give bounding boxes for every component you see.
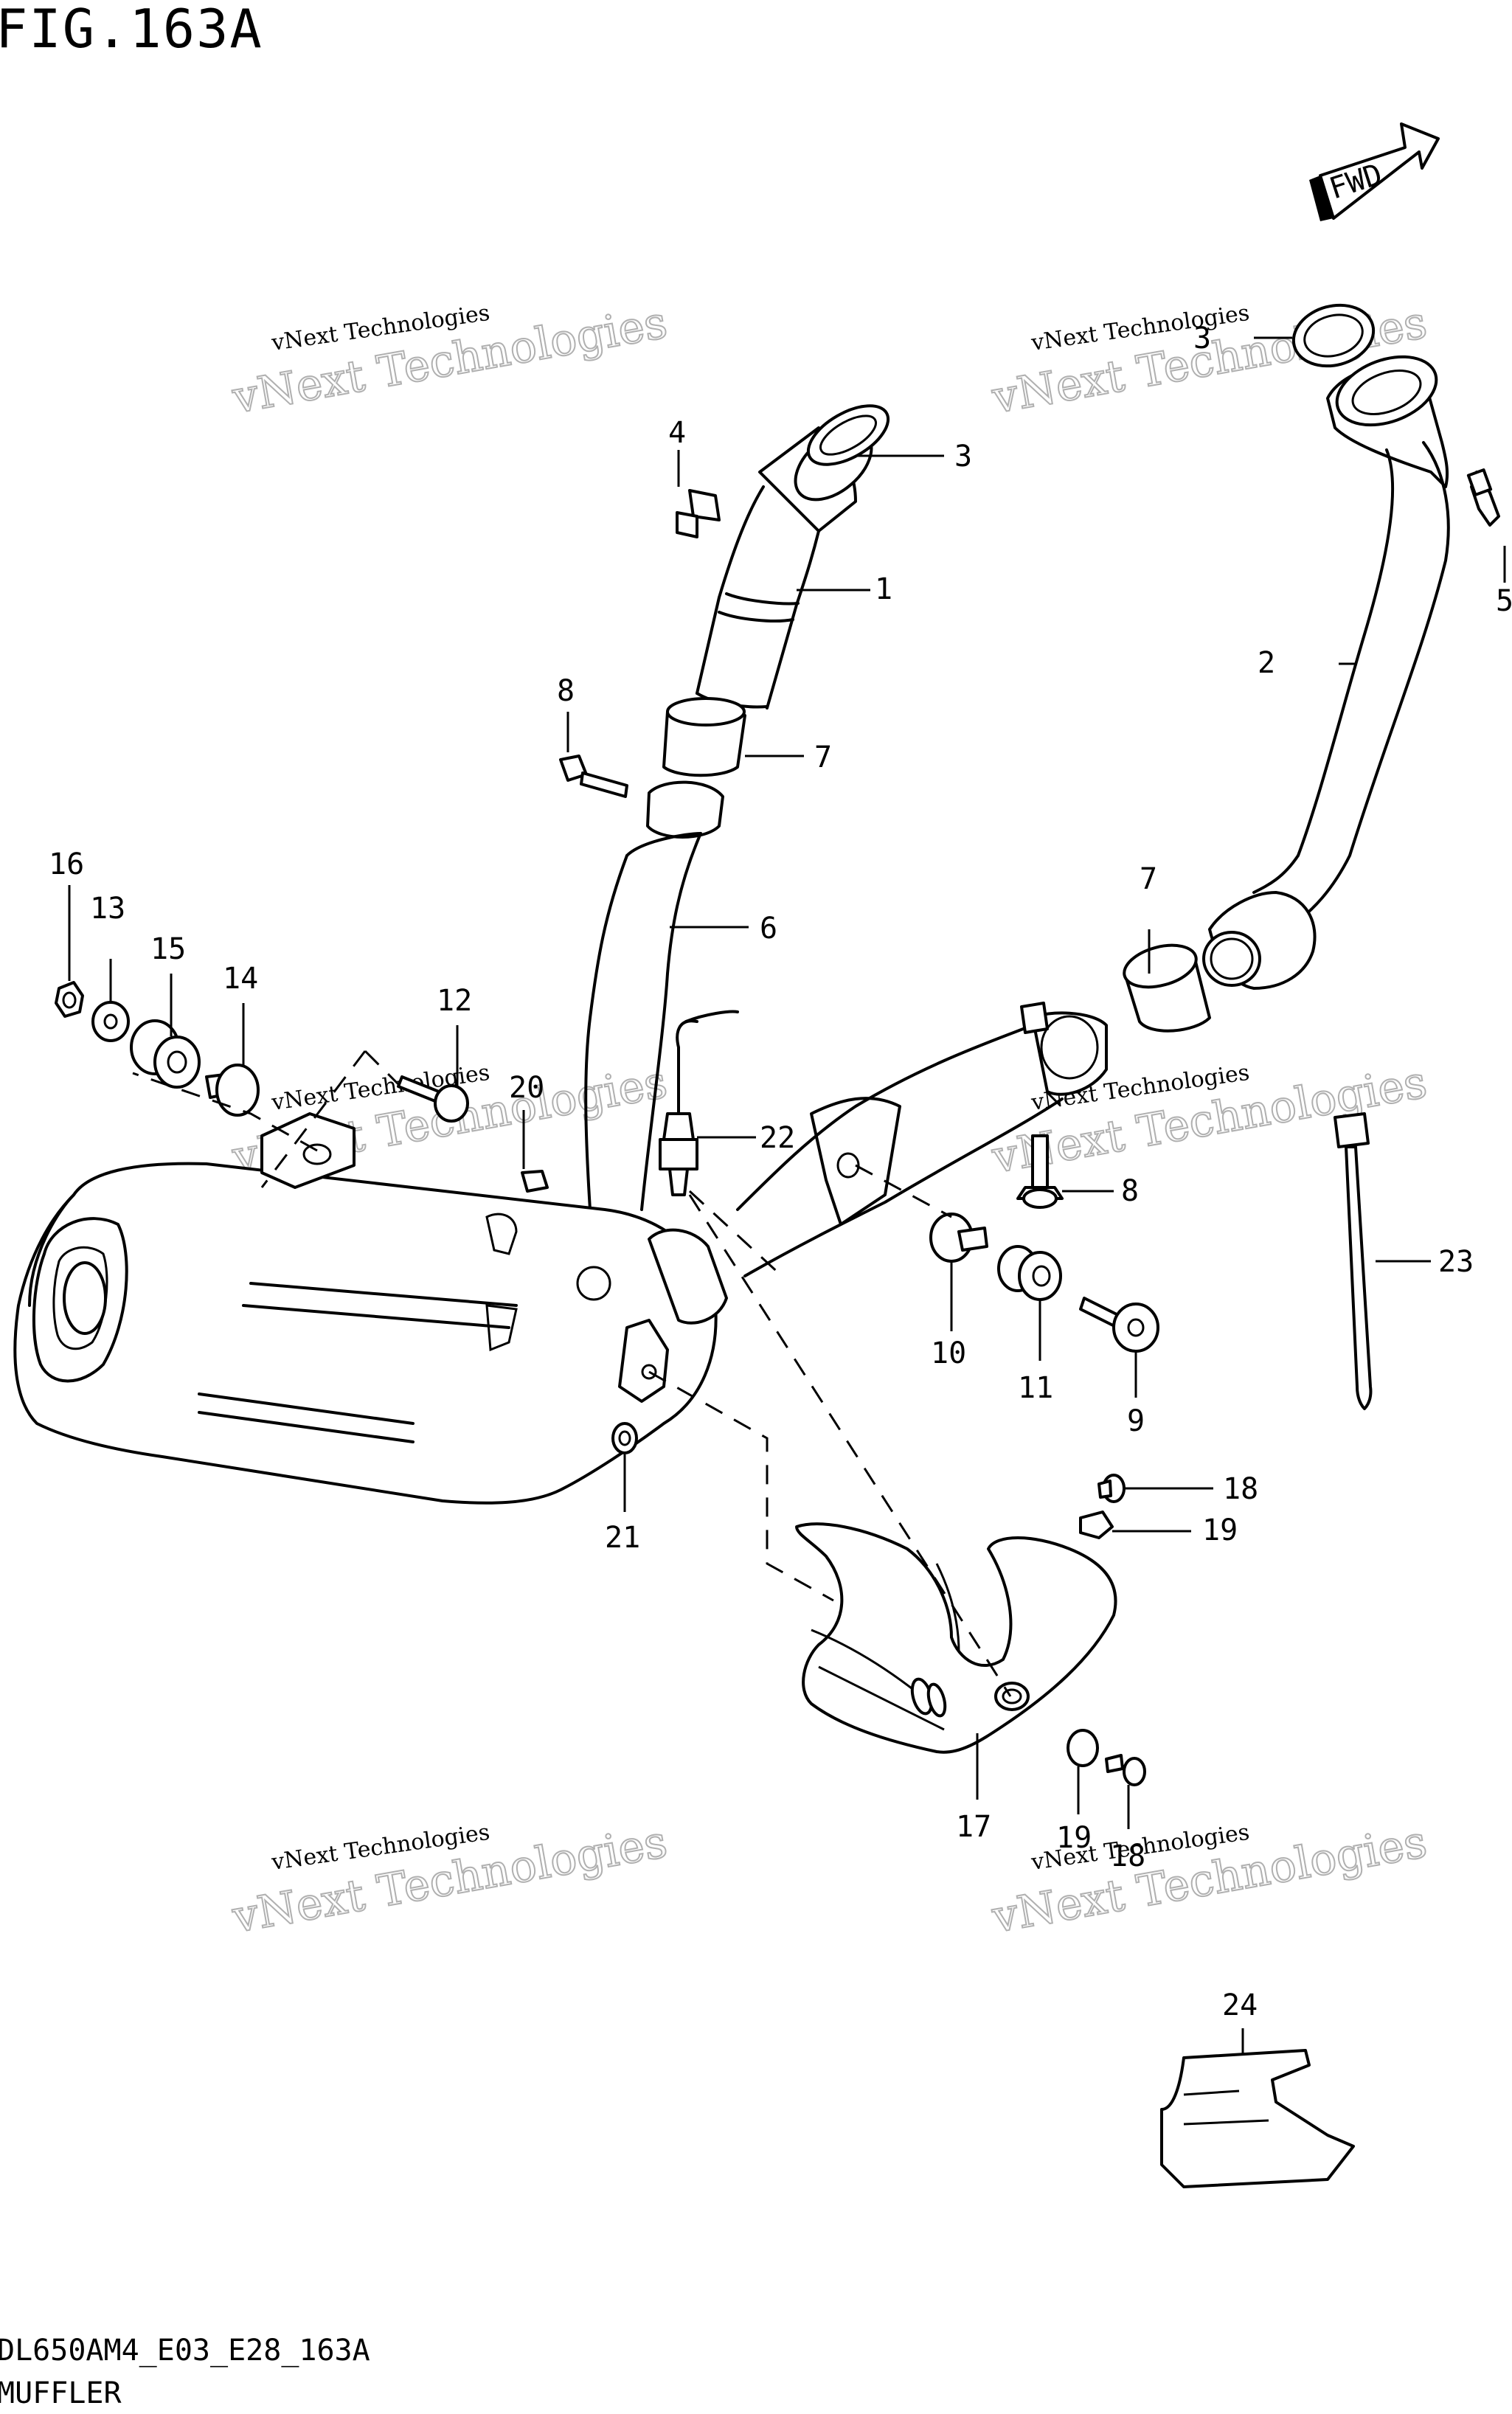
collar-part-14 — [205, 1064, 260, 1117]
reference-line — [688, 1194, 1012, 1697]
callout-1: 1 — [875, 572, 892, 606]
bolt-part-9 — [1079, 1297, 1159, 1353]
nut-part-19-upper — [1079, 1511, 1114, 1539]
screw-part-18-upper — [1097, 1474, 1126, 1503]
callout-6: 6 — [760, 912, 777, 946]
callout-23: 23 — [1438, 1245, 1474, 1279]
watermark-bottom-left: vNext Technologies vNext Technologies — [227, 1815, 671, 1944]
grommet-part-15 — [130, 1019, 201, 1089]
clip-part-20 — [521, 1170, 549, 1193]
exhaust-pipe-right — [1202, 355, 1450, 990]
leader-lines — [68, 336, 1506, 2054]
callout-15: 15 — [150, 932, 186, 966]
bolt-part-8-upper — [559, 755, 628, 798]
gasket-right — [1291, 303, 1376, 368]
gasket-upper — [806, 404, 890, 466]
callout-17: 17 — [956, 1810, 991, 1844]
callout-13: 13 — [90, 892, 125, 926]
callout-12: 12 — [437, 984, 472, 1018]
callout-numbers: 1 2 3 3 4 5 6 7 7 8 8 9 10 11 12 13 14 1… — [49, 322, 1512, 2022]
diagram-caption: MUFFLER — [0, 2376, 122, 2410]
nut-part-16 — [55, 981, 84, 1018]
callout-5: 5 — [1496, 584, 1512, 618]
callout-4: 4 — [668, 416, 686, 450]
bolt-part-5 — [1466, 468, 1500, 527]
callout-7: 7 — [814, 740, 832, 774]
grommet-part-21 — [611, 1422, 638, 1454]
callout-9: 9 — [1127, 1404, 1145, 1438]
callout-11: 11 — [1018, 1371, 1053, 1405]
reference-line — [855, 1164, 952, 1218]
callout-3: 3 — [954, 440, 972, 474]
reference-line — [132, 1072, 318, 1152]
forward-arrow-icon: FWD — [1309, 122, 1440, 221]
callout-16: 16 — [49, 847, 84, 881]
cable-tie-part-23 — [1334, 1112, 1373, 1410]
heat-shield-part-17 — [795, 1522, 1117, 1754]
callout-18: 18 — [1110, 1839, 1145, 1873]
figure-title: FIG.163A — [0, 0, 263, 60]
reference-line — [688, 1190, 783, 1277]
callout-22: 22 — [760, 1121, 795, 1155]
reference-line — [648, 1370, 834, 1602]
washer-part-13 — [91, 1001, 130, 1042]
screw-part-18-lower — [1105, 1754, 1146, 1786]
callout-19: 19 — [1056, 1821, 1092, 1855]
callout-21: 21 — [605, 1521, 640, 1555]
callout-20: 20 — [509, 1071, 544, 1105]
collar-part-10 — [929, 1213, 988, 1263]
reference-line — [260, 1050, 367, 1188]
muffler-body — [13, 1112, 728, 1505]
front-exhaust-pipe — [696, 426, 873, 710]
callout-14: 14 — [223, 962, 258, 996]
bolt-part-12 — [397, 1075, 469, 1123]
callout-8: 8 — [557, 674, 575, 708]
sleeve-part-7-upper — [662, 697, 746, 777]
reference-line — [364, 1050, 400, 1086]
connecting-pipe — [584, 780, 1108, 1277]
callout-18: 18 — [1223, 1472, 1258, 1506]
callout-3: 3 — [1193, 322, 1211, 355]
bolt-part-4 — [676, 489, 721, 538]
callout-7: 7 — [1140, 862, 1157, 896]
watermark-bottom-right: vNext Technologies vNext Technologies — [987, 1815, 1431, 1944]
callout-19: 19 — [1202, 1513, 1238, 1547]
grommet-part-11 — [997, 1245, 1062, 1301]
callout-2: 2 — [1258, 646, 1275, 680]
callout-8: 8 — [1121, 1174, 1139, 1208]
fwd-badge-label: FWD — [1325, 157, 1387, 206]
watermark-top-left: vNext Technologies vNext Technologies — [227, 296, 671, 425]
callout-10: 10 — [931, 1336, 966, 1370]
model-code: DL650AM4_E03_E28_163A — [0, 2334, 370, 2368]
callout-24: 24 — [1222, 1988, 1258, 2022]
label-part-24 — [1160, 2049, 1355, 2188]
bolt-part-8-lower — [1016, 1134, 1064, 1209]
sensor-part-22 — [659, 1010, 739, 1196]
sleeve-part-7-right — [1123, 943, 1211, 1033]
nut-part-19-lower — [1067, 1729, 1099, 1767]
